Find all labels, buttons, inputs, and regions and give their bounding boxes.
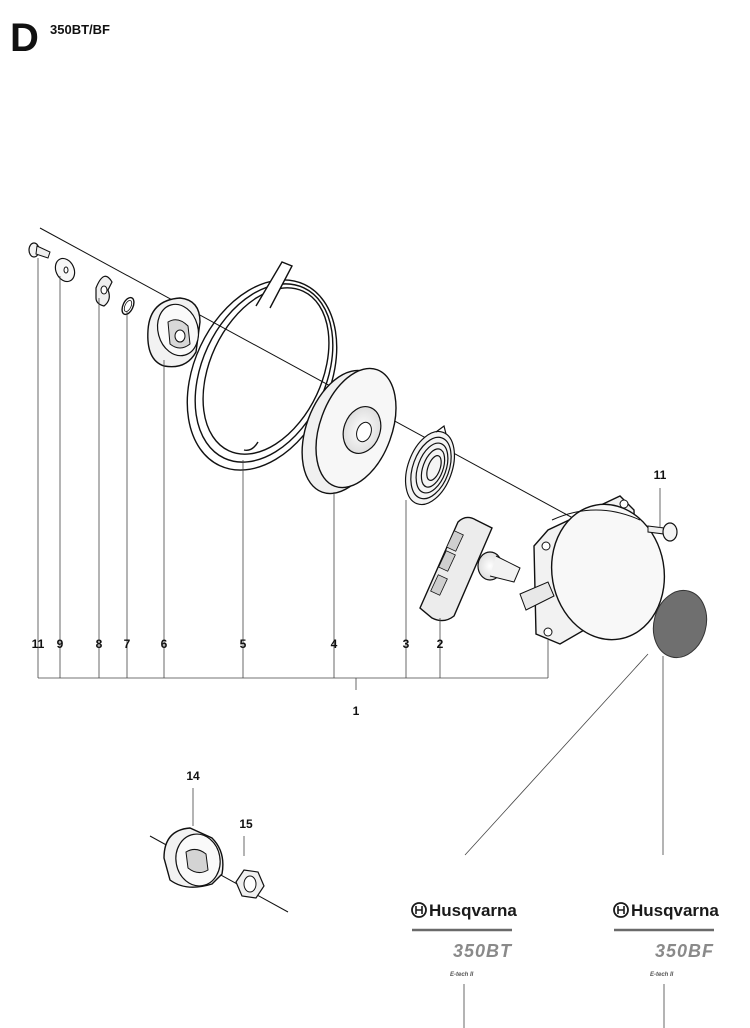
decal-subtitle-bf: E-tech II <box>650 972 674 978</box>
callout-8: 8 <box>96 637 103 651</box>
callout-2: 2 <box>437 637 444 651</box>
leader-lines <box>37 258 665 1028</box>
callout-9: 9 <box>57 637 64 651</box>
callout-5: 5 <box>240 637 247 651</box>
decal-model-bf: 350BF <box>655 941 714 961</box>
callout-4: 4 <box>331 637 338 651</box>
part-2-starter-handle <box>419 516 521 622</box>
part-6-pawl-carrier <box>147 297 201 368</box>
decal-350bt: Husqvarna 350BT E-tech II <box>411 901 517 978</box>
part-3-recoil-spring <box>404 424 456 506</box>
callout-1: 1 <box>353 704 360 718</box>
callout-15: 15 <box>239 817 253 831</box>
callout-10: 11 <box>32 637 45 651</box>
callout-11: 11 <box>654 468 667 482</box>
part-7-spring-clip <box>121 296 135 316</box>
callout-3: 3 <box>403 637 410 651</box>
decal-brand-bt: Husqvarna <box>429 901 517 920</box>
part-4-rope-pulley <box>301 367 397 495</box>
section-letter: D <box>10 16 39 60</box>
decal-350bf: Husqvarna 350BF E-tech II <box>613 901 719 978</box>
callout-14: 14 <box>186 769 200 783</box>
part-11-screw <box>647 522 678 542</box>
decal-model-bt: 350BT <box>453 941 513 961</box>
part-14-carrier <box>163 827 224 888</box>
part-10-screw <box>28 242 51 259</box>
husqvarna-logo-icon <box>411 902 427 918</box>
decal-brand-bf: Husqvarna <box>631 901 719 920</box>
husqvarna-logo-icon <box>613 902 629 918</box>
part-15-nut <box>235 869 265 899</box>
part-9-washer <box>54 257 76 283</box>
model-title: 350BT/BF <box>50 22 110 37</box>
callout-6: 6 <box>161 637 168 651</box>
decal-disc <box>652 589 708 659</box>
part-8-lock-washer <box>95 275 113 307</box>
part-1-starter-housing <box>519 495 666 645</box>
callout-7: 7 <box>124 637 131 651</box>
decal-subtitle-bt: E-tech II <box>450 972 474 978</box>
